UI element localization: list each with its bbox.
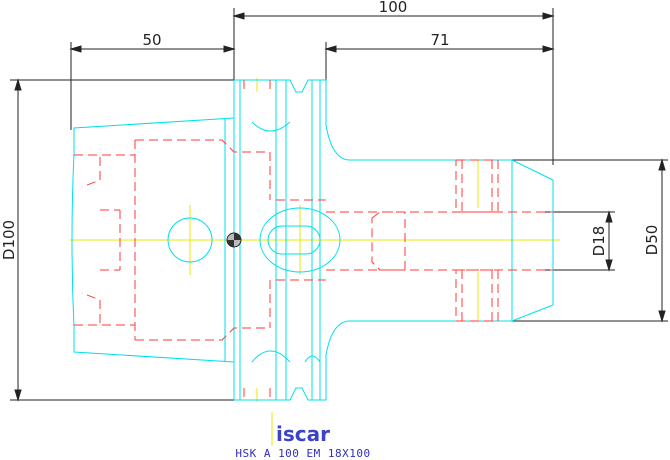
centerlines xyxy=(70,78,560,446)
part-caption: HSK A 100 EM 18X100 xyxy=(235,447,370,460)
dim-flange-diameter: D100 xyxy=(0,220,18,260)
dim-right-length: 71 xyxy=(430,31,449,49)
dimension-lines xyxy=(10,8,668,402)
brand-logo: iscar xyxy=(276,422,330,446)
dim-left-length: 50 xyxy=(142,31,161,49)
dim-body-diameter: D50 xyxy=(643,225,661,256)
dim-total-length: 100 xyxy=(379,0,408,16)
hidden-lines xyxy=(74,80,553,400)
center-marker xyxy=(226,232,242,248)
dim-bore-diameter: D18 xyxy=(590,226,608,257)
